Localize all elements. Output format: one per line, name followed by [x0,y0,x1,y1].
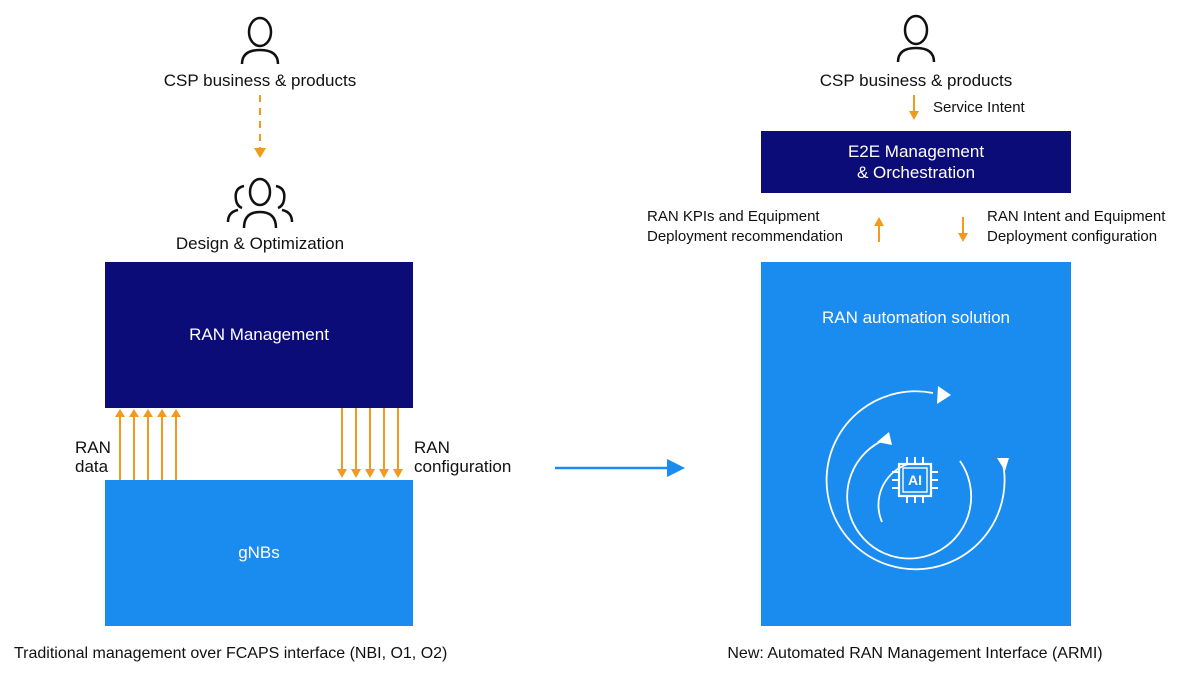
csp-business-label-right: CSP business & products [819,71,1013,90]
ran-intent-label: RAN Intent and Equipment Deployment conf… [987,207,1165,247]
ran-automation-label: RAN automation solution [821,308,1011,327]
e2e-line2: & Orchestration [856,163,976,182]
ran-data-arrows-icon [115,409,181,480]
gnbs-label: gNBs [238,543,280,562]
gnbs-box: gNBs [105,480,413,626]
ran-management-box: RAN Management [105,262,413,408]
ran-kpis-line2: Deployment recommendation [647,228,843,245]
ran-configuration-line2: configuration [414,457,512,476]
service-intent-arrow-icon [909,95,919,120]
dashed-arrow-down-icon [254,95,266,158]
ai-chip-icon [892,457,938,503]
design-optimization-label: Design & Optimization [175,234,345,253]
ran-kpis-label: RAN KPIs and Equipment Deployment recomm… [647,207,843,247]
ran-intent-line2: Deployment configuration [987,228,1158,245]
e2e-management-box: E2E Management & Orchestration [761,131,1071,193]
ran-data-line2: data [75,457,109,476]
arrow-right-icon [555,459,685,477]
ran-automation-box: RAN automation solution AI [761,262,1071,626]
right-caption: New: Automated RAN Management Interface … [727,645,1103,662]
person-icon-right [896,14,936,63]
ai-chip-label: AI [908,472,922,488]
ran-configuration-arrows-icon [337,408,403,478]
person-icon [240,16,280,65]
ran-data-line1: RAN [75,438,111,457]
e2e-line1: E2E Management [847,142,985,161]
service-intent-label: Service Intent [933,99,1025,116]
group-icon [226,177,294,229]
ran-configuration-line1: RAN [414,438,450,457]
kpis-arrow-up-icon [874,217,884,242]
intent-arrow-down-icon [958,217,968,242]
ran-management-label: RAN Management [189,325,329,344]
cycle-arrows-icon [825,386,1009,571]
ran-configuration-label: RAN configuration [414,438,511,476]
ran-intent-line1: RAN Intent and Equipment [987,208,1166,225]
left-caption: Traditional management over FCAPS interf… [14,645,448,662]
ran-kpis-line1: RAN KPIs and Equipment [647,208,820,225]
ran-data-label: RAN data [75,438,111,476]
csp-business-label-left: CSP business & products [163,71,357,90]
